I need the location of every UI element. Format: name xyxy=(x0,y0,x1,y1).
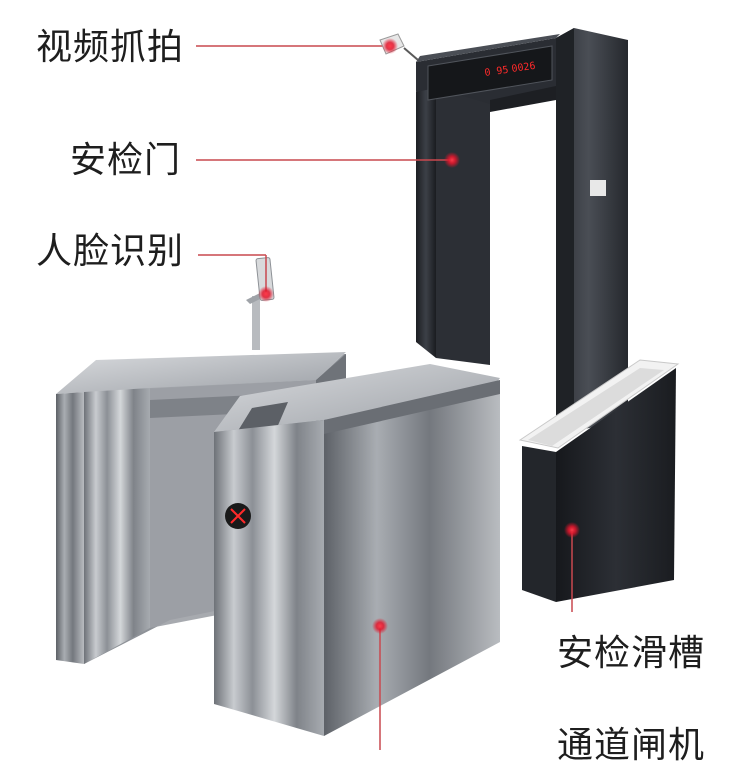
turnstile-left-front xyxy=(56,392,84,664)
turnstile-right-front xyxy=(214,420,324,736)
label-face-recognition: 人脸识别 xyxy=(36,231,185,272)
gate-readout-right: 0026 xyxy=(511,61,536,75)
label-security-gate: 安检门 xyxy=(70,140,182,181)
stop-indicator xyxy=(225,503,251,529)
security-tray xyxy=(518,359,680,602)
label-turnstile: 通道闸机 xyxy=(557,725,706,766)
gate-display-panel xyxy=(427,45,553,101)
tray-front-face xyxy=(522,446,556,602)
callout-dot-video xyxy=(382,38,398,54)
callout-dot-tray xyxy=(564,522,580,538)
label-security-tray: 安检滑槽 xyxy=(557,633,706,674)
callout-dots xyxy=(258,38,580,634)
gate-readout-left: 0 95 xyxy=(484,65,509,79)
face-recognition-terminal xyxy=(246,257,275,350)
callout-dot-gate xyxy=(444,152,460,168)
product-photo-scene: 0 95 0026 xyxy=(56,28,680,750)
callout-dot-turnstile xyxy=(372,618,388,634)
callout-dot-face xyxy=(258,286,274,302)
gate-label-plate xyxy=(590,180,606,196)
callout-lines xyxy=(196,45,573,750)
label-video-capture: 视频抓拍 xyxy=(36,27,185,68)
gate-left-pillar xyxy=(416,84,436,358)
turnstile-right xyxy=(214,364,500,736)
